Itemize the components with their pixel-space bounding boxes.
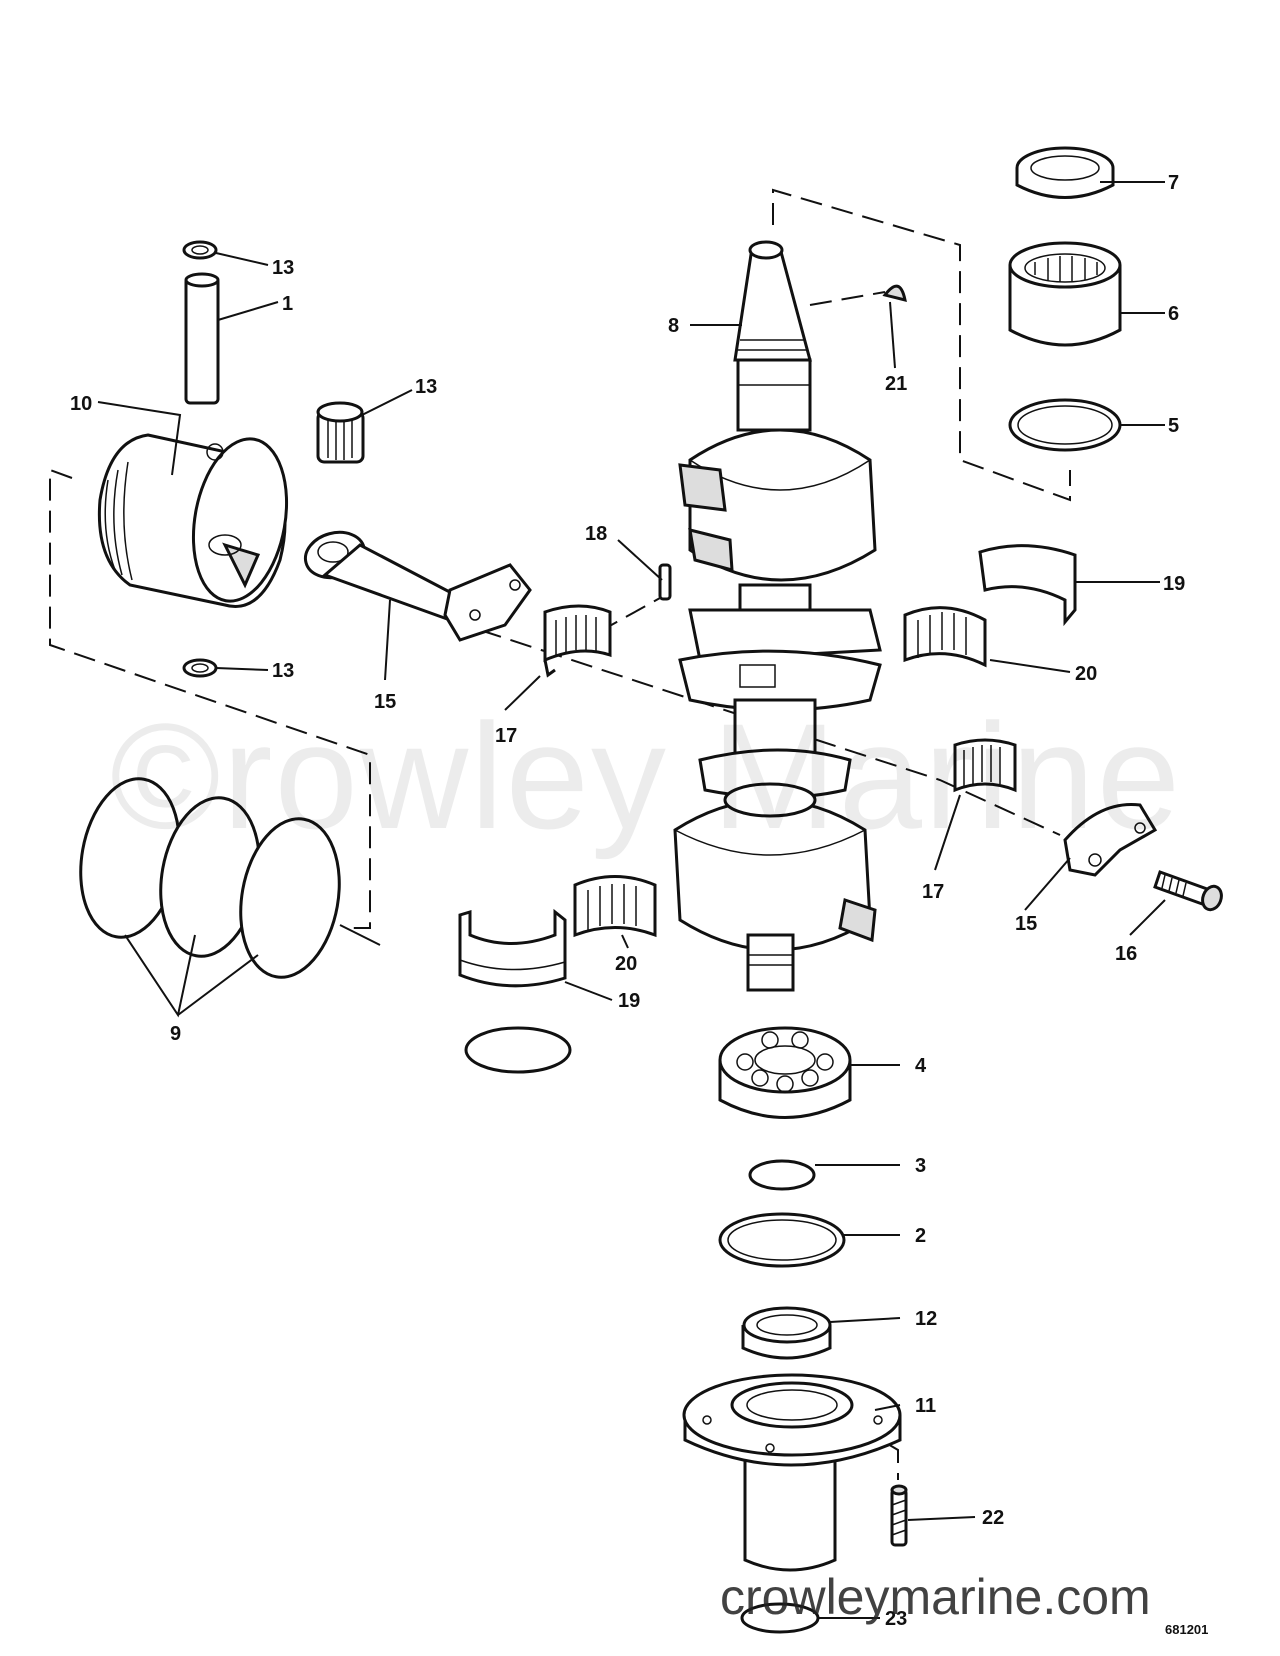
callout-9: 9 bbox=[170, 1023, 181, 1045]
leader-lines bbox=[97, 181, 1166, 1619]
piston bbox=[97, 433, 289, 608]
callout-7: 7 bbox=[1168, 172, 1179, 194]
lower-ball-bearing bbox=[718, 1026, 852, 1119]
flywheel-key bbox=[882, 284, 907, 303]
callout-21: 21 bbox=[885, 373, 907, 395]
callout-20-left: 20 bbox=[615, 953, 637, 975]
callout-12: 12 bbox=[915, 1308, 937, 1330]
callout-13-bottom: 13 bbox=[272, 660, 294, 682]
rod-bearing-cage-right bbox=[953, 738, 1017, 793]
callout-17-left: 17 bbox=[495, 725, 517, 747]
main-bearing-race-upper-right bbox=[978, 544, 1077, 627]
main-bearing-cage-upper-right bbox=[903, 606, 987, 668]
bearing-retaining-ring bbox=[464, 1026, 572, 1074]
piston-pin-clip-top bbox=[182, 240, 218, 260]
callout-4: 4 bbox=[915, 1055, 927, 1077]
callout-5: 5 bbox=[1168, 415, 1179, 437]
callout-14: 13 bbox=[415, 376, 437, 398]
callout-11: 11 bbox=[915, 1395, 936, 1417]
callout-13-top: 13 bbox=[272, 257, 294, 279]
callout-1: 1 bbox=[282, 293, 293, 315]
connecting-rod bbox=[303, 530, 532, 642]
lower-end-cap bbox=[682, 1373, 902, 1572]
callout-18: 18 bbox=[585, 523, 607, 545]
callout-23: 23 bbox=[885, 1608, 907, 1630]
callout-17-right: 17 bbox=[922, 881, 944, 903]
callout-6: 6 bbox=[1168, 303, 1179, 325]
top-bearing-o-ring bbox=[1008, 398, 1122, 452]
assembly-dashed-lines bbox=[49, 188, 1071, 1480]
end-cap-screw bbox=[890, 1484, 908, 1547]
watermark-site: crowleymarine.com bbox=[720, 1569, 1151, 1625]
callout-22: 22 bbox=[982, 1507, 1004, 1529]
top-oil-seal bbox=[1015, 146, 1115, 199]
callout-20-right: 20 bbox=[1075, 663, 1097, 685]
callout-2: 2 bbox=[915, 1225, 926, 1247]
callout-19-right: 19 bbox=[1163, 573, 1185, 595]
piston-rings bbox=[79, 777, 341, 979]
callout-19-left: 19 bbox=[618, 990, 640, 1012]
main-bearing-cage-lower-left bbox=[573, 875, 657, 938]
lower-oil-seal bbox=[741, 1306, 832, 1360]
callout-15-left: 15 bbox=[374, 691, 396, 713]
callout-3: 3 bbox=[915, 1155, 926, 1177]
watermark-center: ©rowley Marine bbox=[110, 692, 1183, 860]
lower-snap-ring bbox=[748, 1159, 816, 1191]
bearing-dowel-pin bbox=[658, 563, 672, 601]
connecting-rod-screw bbox=[1153, 870, 1223, 912]
rod-bearing-cage-left bbox=[543, 604, 612, 678]
callout-16: 16 bbox=[1115, 943, 1137, 965]
top-roller-bearing bbox=[1008, 241, 1122, 347]
drawing-code: 681201 bbox=[1165, 1622, 1209, 1637]
callout-15-right: 15 bbox=[1015, 913, 1037, 935]
lower-o-ring bbox=[718, 1212, 846, 1268]
piston-pin bbox=[184, 272, 220, 405]
connecting-rod-cap bbox=[1063, 802, 1158, 877]
piston-pin-clip-bottom bbox=[182, 658, 218, 678]
callout-labels: 7 6 5 8 21 13 1 10 13 13 15 18 17 19 20 … bbox=[70, 172, 1185, 1630]
main-bearing-race-lower-left bbox=[458, 908, 567, 988]
callout-10: 10 bbox=[70, 393, 92, 415]
crankshaft bbox=[673, 240, 882, 992]
wrist-pin-needle-bearing bbox=[316, 401, 365, 464]
callout-8: 8 bbox=[668, 315, 679, 337]
